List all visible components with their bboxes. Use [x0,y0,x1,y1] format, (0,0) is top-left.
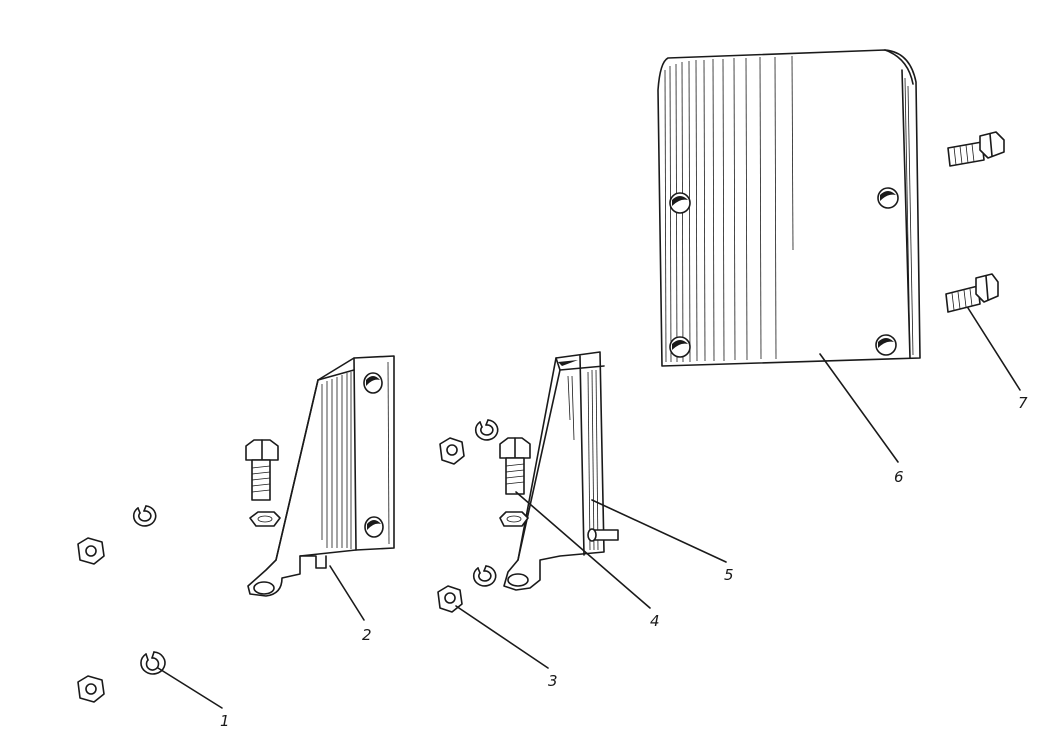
bolt-part-4 [499,437,531,495]
lock-washer [474,419,499,441]
plate-hole [877,187,899,209]
leader-lines [157,307,1021,709]
bracket-hole [363,372,383,394]
lock-washer [132,505,157,527]
plate-part-6 [657,49,921,367]
lock-washer [472,565,497,587]
bracket-hole [364,516,384,538]
label-5: 5 [724,566,734,584]
plate-hole [669,192,691,214]
bracket-shading [321,361,390,549]
hex-nut [77,537,105,565]
bracket-shading [567,369,599,551]
label-1: 1 [220,712,230,730]
plate-hole [875,334,897,356]
hex-nut [439,437,465,465]
lock-washer-part-1 [140,651,166,675]
label-7: 7 [1018,394,1028,412]
bracket-part-5 [503,351,619,591]
bolt-part-7 [947,131,1005,167]
bolt-part-7 [945,273,999,313]
hex-nut [249,511,281,527]
hex-nut [499,511,529,527]
label-6: 6 [894,468,904,486]
stud [587,528,619,542]
label-4: 4 [650,612,660,630]
label-3: 3 [548,672,558,690]
hex-nut [77,675,105,703]
label-2: 2 [362,626,372,644]
bolt-part-4 [245,439,279,501]
bracket-part-2 [247,355,395,597]
plate-hole [669,336,691,358]
plate-shading [664,55,914,363]
